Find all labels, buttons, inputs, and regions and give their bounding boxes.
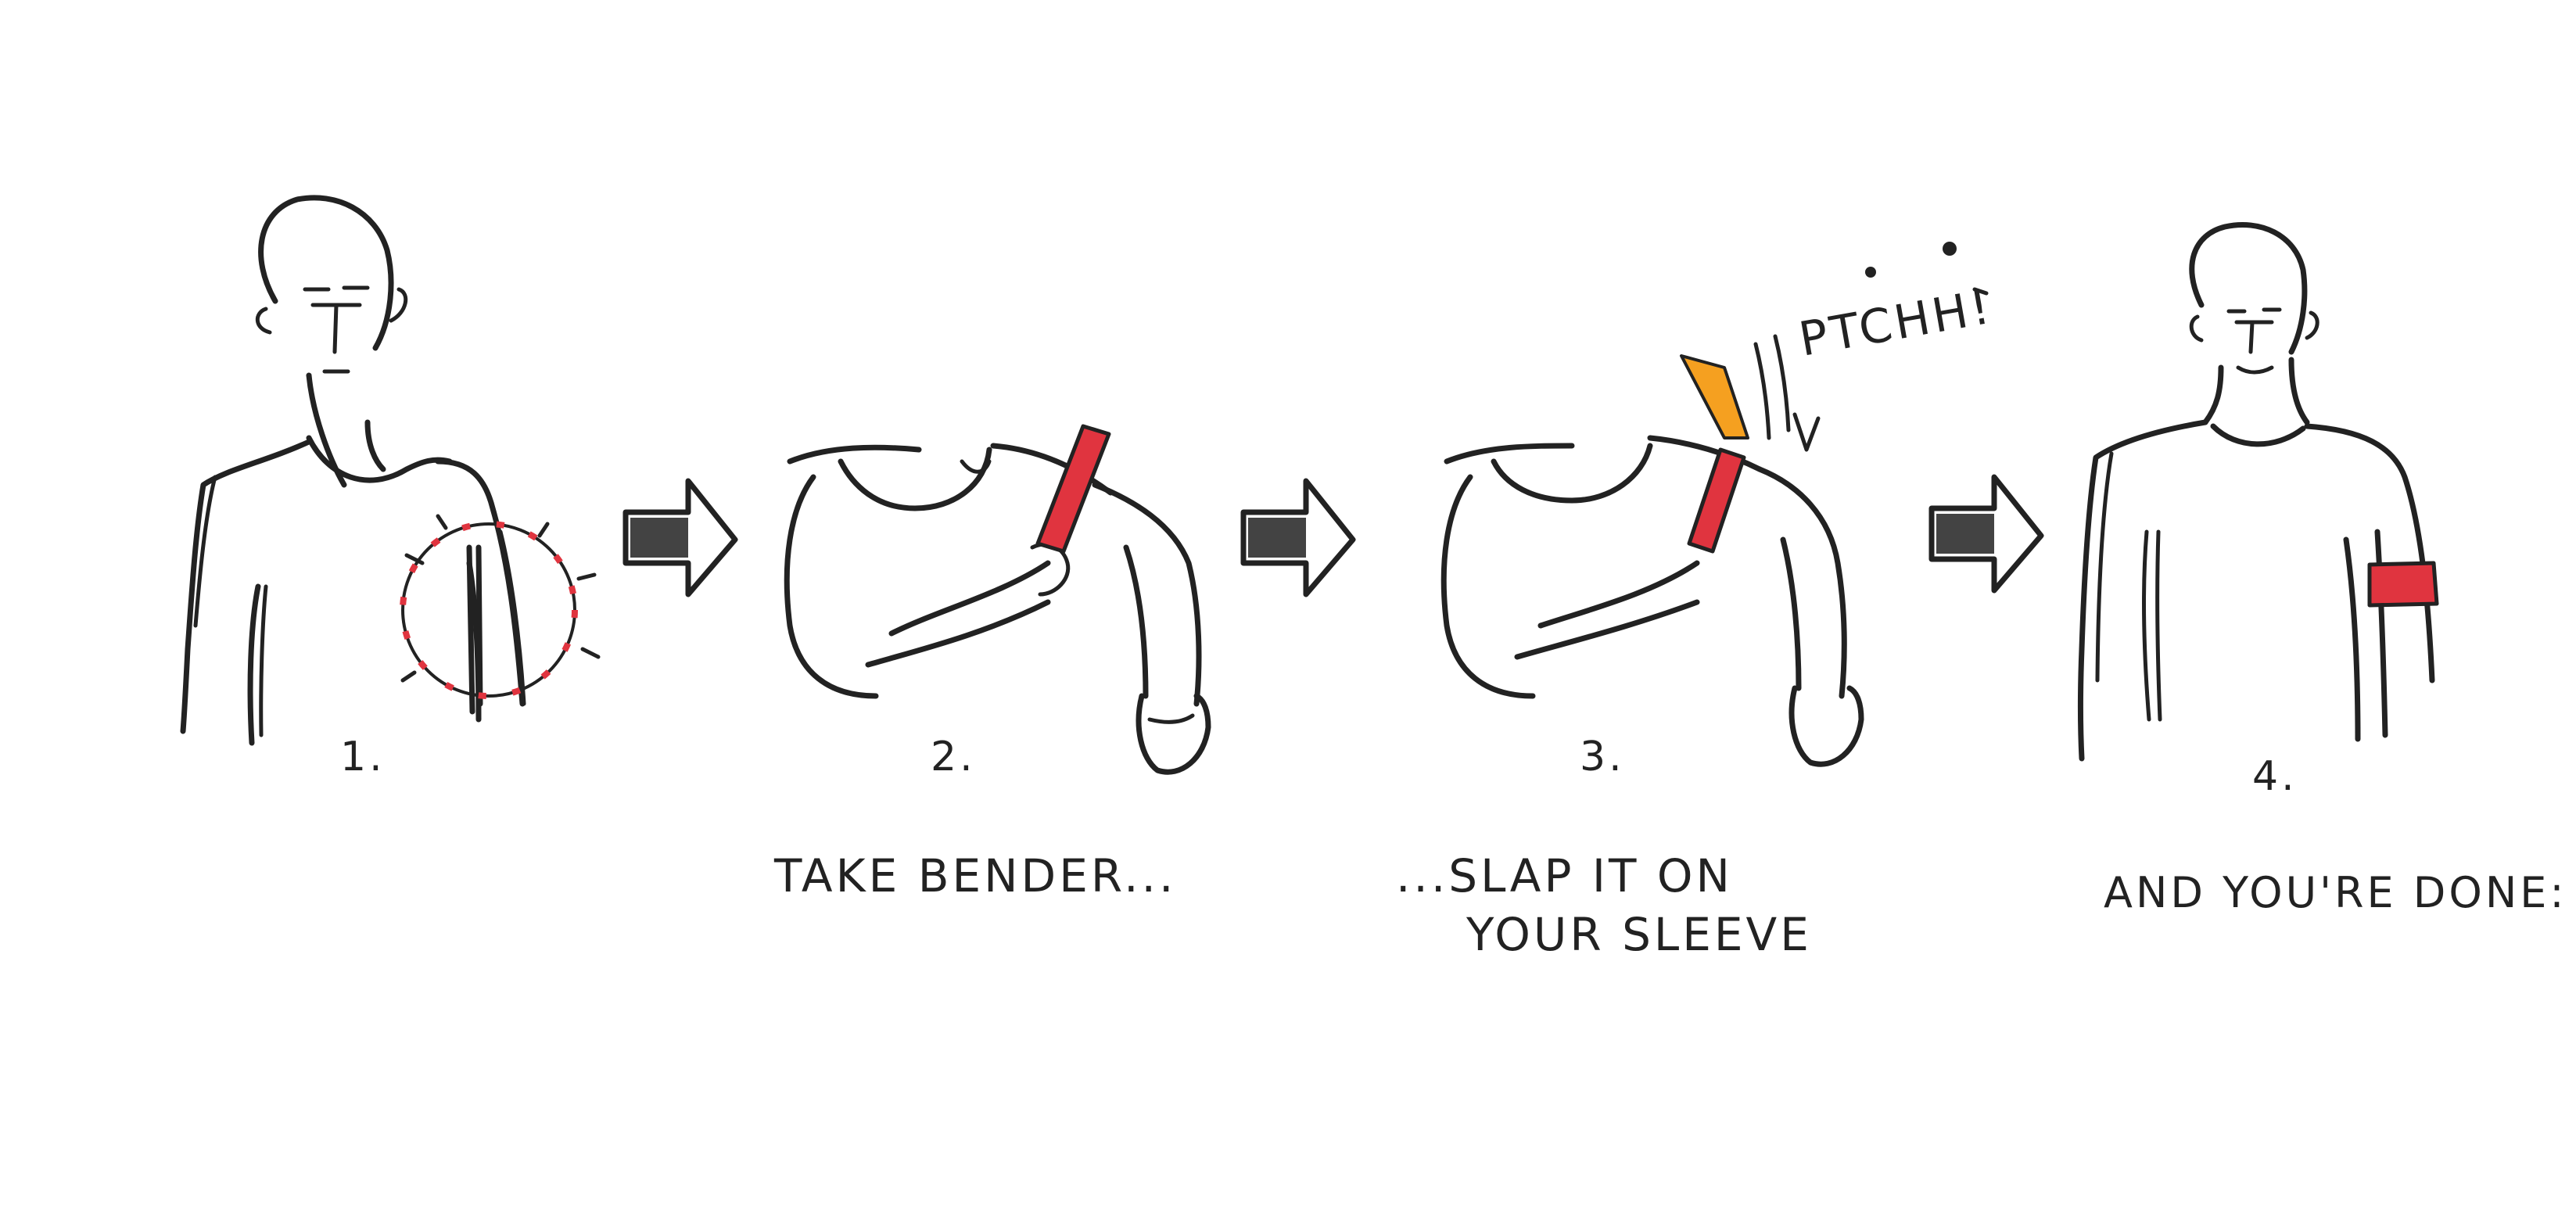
step-2-figure [784,424,1211,775]
step-3-caption-line-1: ...SLAP IT ON [1396,849,1733,902]
step-4-caption: AND YOU'RE DONE: [2104,868,2567,917]
step-3-caption-line-2: YOUR SLEEVE [1466,908,1812,961]
step-3-number: 3. [1580,734,1625,780]
step-3-figure [1440,242,1989,767]
arrow-right-icon [622,478,738,597]
step-1-number: 1. [340,734,386,780]
arrow-right-icon [1928,474,2044,594]
step-4-figure [2078,221,2439,762]
step-4-number: 4. [2252,753,2298,800]
step-1-figure [180,195,601,746]
arrow-right-icon [1240,478,1356,597]
sound-effect-label: PTCHH! [1795,280,1997,368]
step-2-caption: TAKE BENDER... [773,849,1176,902]
step-2-number: 2. [931,734,976,780]
